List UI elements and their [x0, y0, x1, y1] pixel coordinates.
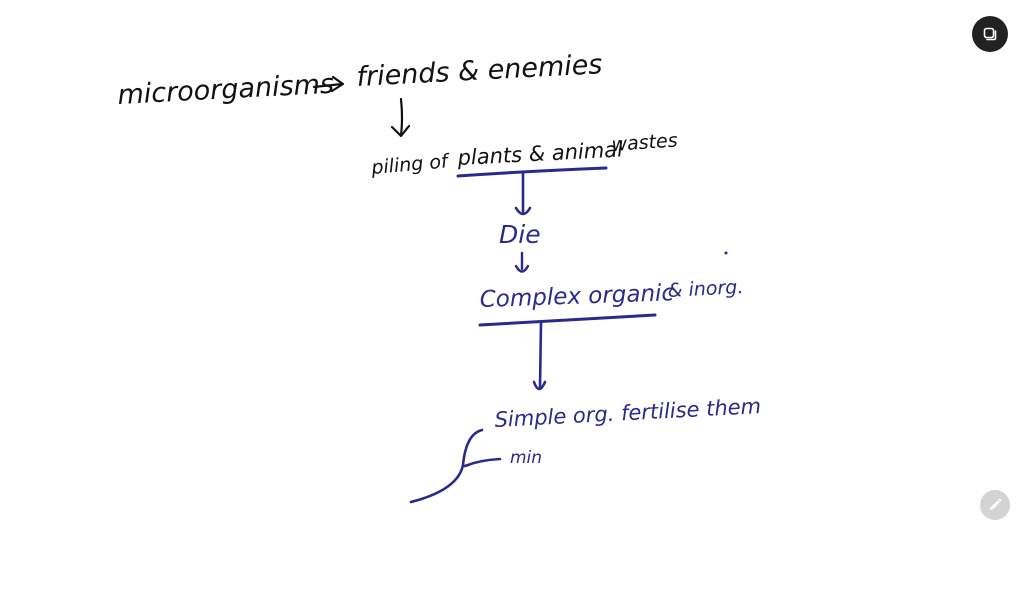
note-friends-enemies: friends & enemies [356, 49, 603, 93]
note-and-inorg: & inorg. [667, 276, 744, 302]
branch-curve [409, 428, 484, 504]
arrow-down-2 [514, 172, 532, 216]
copy-button[interactable] [972, 16, 1008, 52]
edit-button[interactable] [980, 490, 1010, 520]
note-plants-animal: plants & animal [456, 137, 624, 170]
pencil-icon [990, 498, 1002, 510]
note-piling-of: piling of [370, 150, 452, 179]
copy-icon [983, 27, 997, 41]
underline-complex-organic [478, 313, 657, 327]
arrow-down-1 [390, 97, 411, 138]
note-microorganisms: microorganisms [117, 69, 335, 111]
underline-plants-animal [456, 166, 608, 178]
ink-dot [724, 251, 728, 255]
arrow-down-3 [514, 251, 530, 273]
note-wastes: wastes [611, 129, 679, 156]
note-complex-organic: Complex organic [479, 280, 675, 313]
arrow-right [312, 75, 345, 93]
note-die: Die [499, 220, 541, 249]
branch-stem [463, 457, 502, 468]
note-min: min [510, 448, 542, 468]
arrow-down-4 [532, 321, 547, 391]
note-simple-org: Simple org. fertilise them [494, 394, 762, 432]
